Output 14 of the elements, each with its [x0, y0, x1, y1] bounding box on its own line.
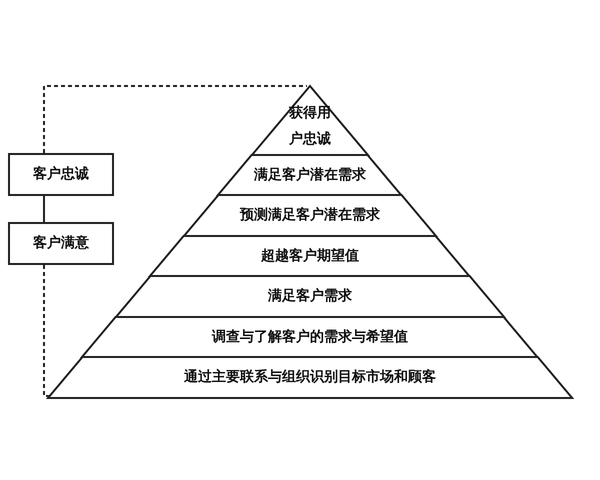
connector-line	[43, 196, 45, 222]
node-label: 满足客户需求	[268, 286, 352, 306]
connector-line	[43, 85, 307, 153]
node-label: 通过主要联系与组织识别目标市场和顾客	[184, 368, 436, 388]
node-label: 客户忠诚	[33, 164, 89, 184]
stage-box	[8, 222, 114, 265]
connector-line	[43, 265, 50, 397]
node-label: 获得用户忠诚	[288, 104, 332, 150]
node-label: 满足客户潜在需求	[254, 166, 366, 185]
node-label: 调查与了解客户的需求与希望值	[212, 328, 408, 347]
node-label: 预测满足客户潜在需求	[240, 206, 380, 226]
stage-box	[8, 153, 114, 196]
node-label: 超越客户期望值	[260, 246, 359, 266]
node-label: 客户满意	[33, 234, 89, 254]
